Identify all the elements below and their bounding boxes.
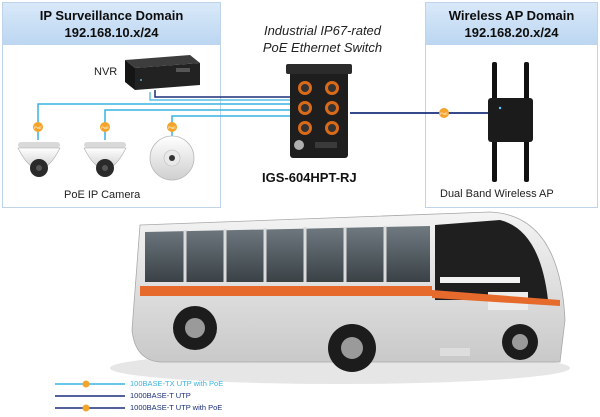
poe-badge-text: PoE <box>34 125 42 130</box>
wireless-ap-domain-header: Wireless AP Domain 192.168.20.x/24 <box>426 3 597 45</box>
wireless-ap-domain-title: Wireless AP Domain <box>448 8 575 23</box>
ip-surveillance-domain-header: IP Surveillance Domain 192.168.10.x/24 <box>3 3 220 45</box>
nvr-label: NVR <box>94 66 118 78</box>
ip-surveillance-domain-title: IP Surveillance Domain <box>39 8 184 23</box>
legend-label-2: 1000BASE-T UTP <box>130 391 191 400</box>
poe-badge-camera-1: PoE <box>33 122 43 132</box>
switch-title-line1: Industrial IP67-rated <box>263 23 382 38</box>
camera-cable-3 <box>171 115 290 140</box>
switch-title: Industrial IP67-rated PoE Ethernet Switc… <box>225 22 420 56</box>
dome-camera-1-icon <box>17 142 61 177</box>
poe-badge-camera-3: PoE <box>167 122 177 132</box>
nvr-device-icon <box>125 55 200 90</box>
wireless-ap-domain-subnet: 192.168.20.x/24 <box>464 25 559 40</box>
switch-title-line2: PoE Ethernet Switch <box>262 40 383 55</box>
nvr-cable <box>154 90 290 98</box>
wireless-ap-icon <box>488 62 533 182</box>
poe-badge-camera-2: PoE <box>100 122 110 132</box>
poe-badge-text: PoE <box>101 125 109 130</box>
switch-device-icon <box>286 64 352 158</box>
round-camera-3-icon <box>149 135 195 181</box>
ip-surveillance-domain-subnet: 192.168.10.x/24 <box>64 25 159 40</box>
nvr-cable-2 <box>149 92 290 101</box>
poe-badge-ap: PoE <box>439 108 449 118</box>
ap-label: Dual Band Wireless AP <box>440 188 554 200</box>
dome-camera-2-icon <box>83 142 127 177</box>
wireless-ap-domain-panel: Wireless AP Domain 192.168.20.x/24 <box>425 2 598 208</box>
legend-label-1: 100BASE-TX UTP with PoE <box>130 379 224 388</box>
bus-illustration <box>110 211 570 384</box>
legend-poe-badge-3 <box>82 404 90 412</box>
camera-label: PoE IP Camera <box>64 189 141 201</box>
legend-poe-badge-1 <box>82 380 90 388</box>
legend-lines <box>55 380 125 412</box>
camera-cable-2 <box>104 109 290 140</box>
legend-label-3: 1000BASE-T UTP with PoE <box>130 403 223 412</box>
poe-badge-text: PoE <box>168 125 176 130</box>
switch-model-label: IGS-604HPT-RJ <box>262 170 357 185</box>
poe-badge-text: PoE <box>440 111 448 116</box>
